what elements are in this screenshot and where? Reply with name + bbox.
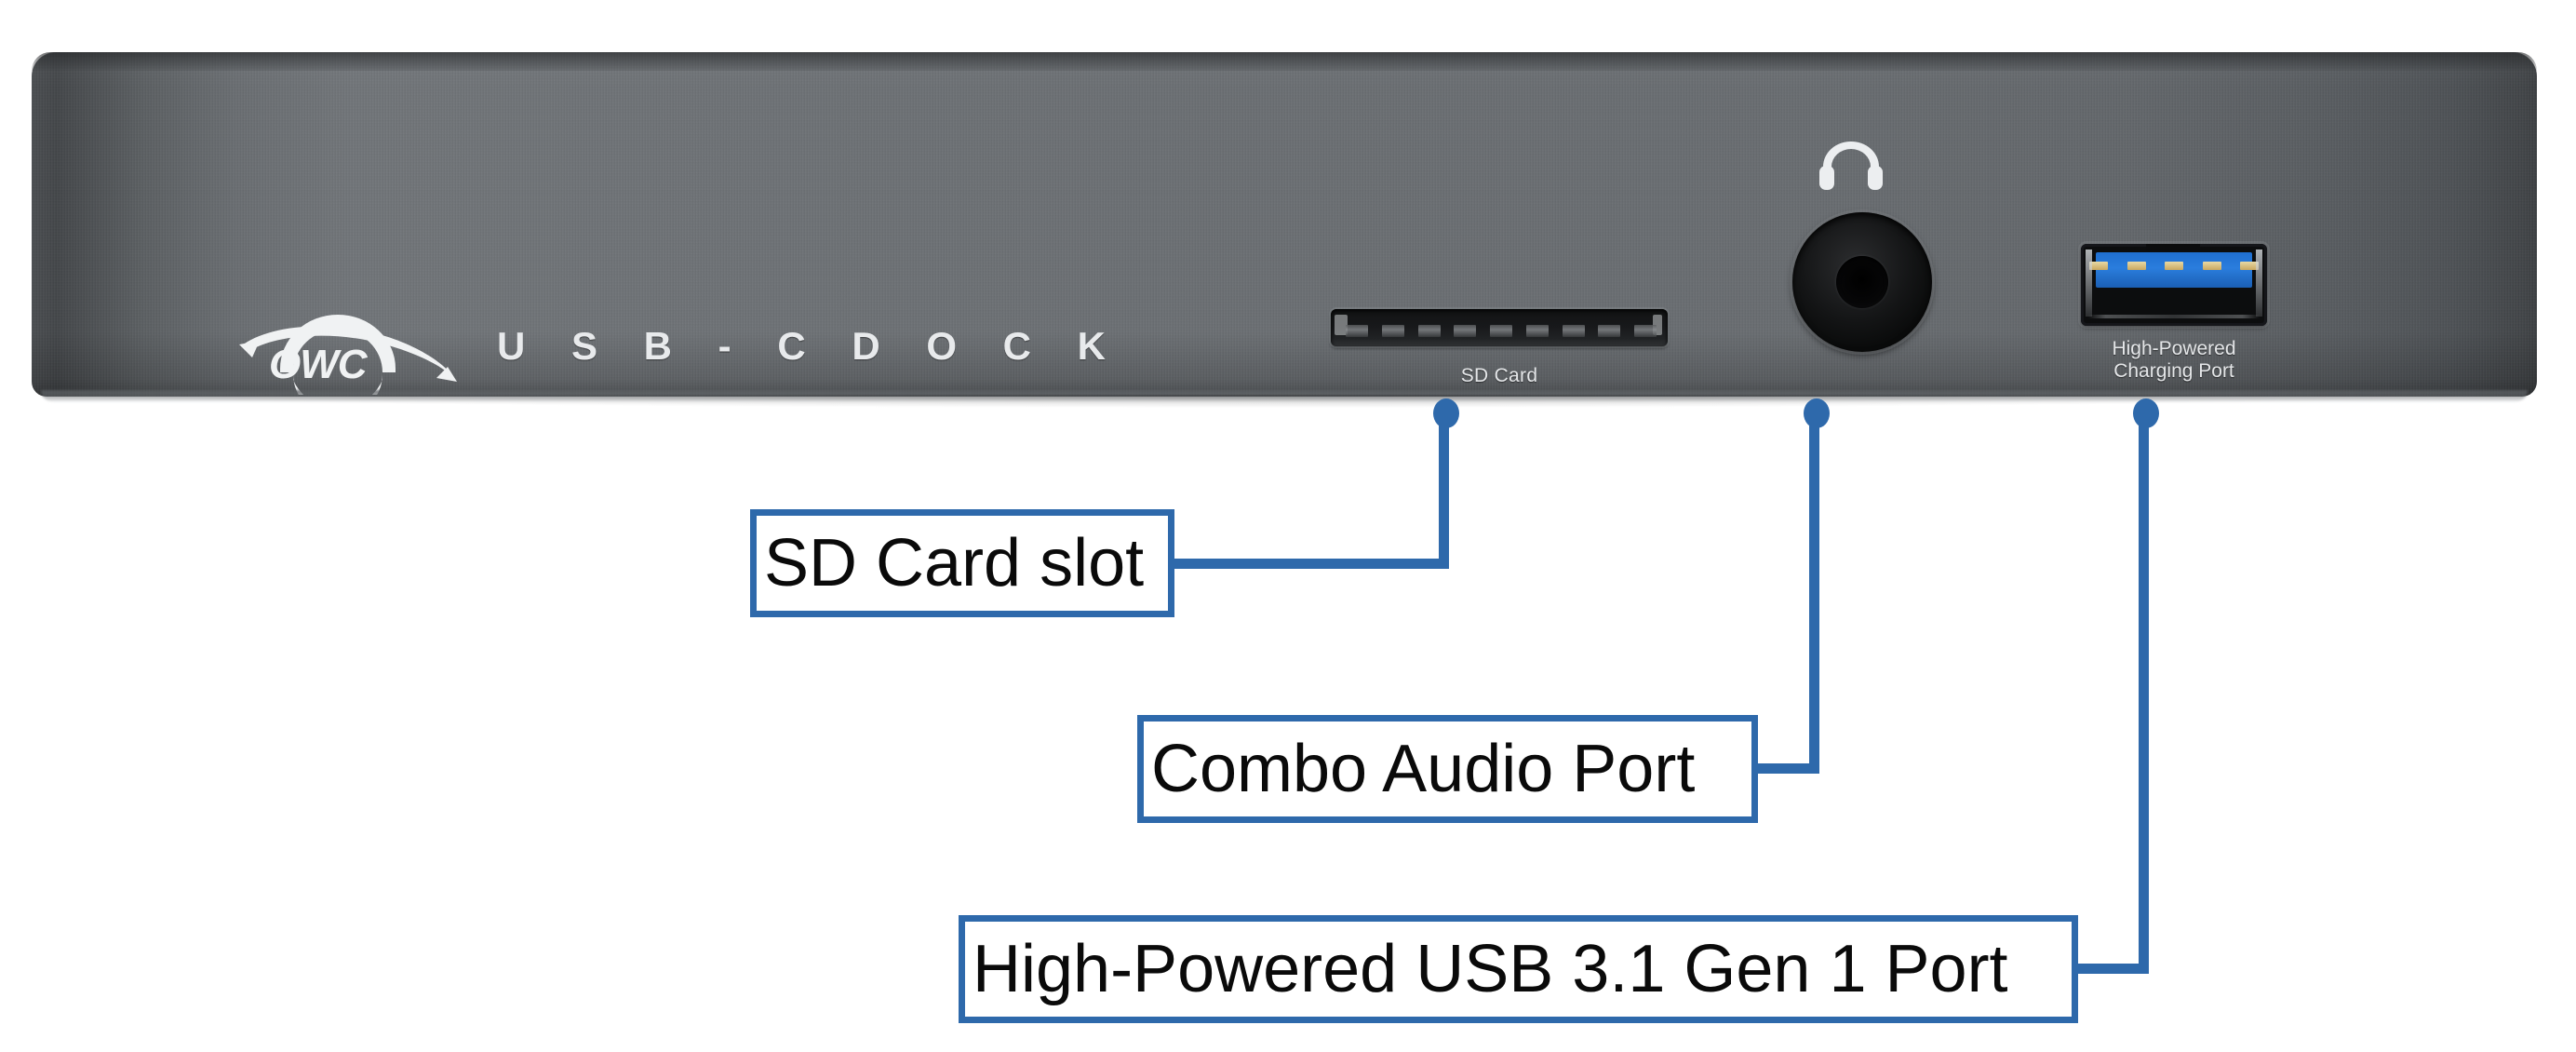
callout-line-sd-card-vertical <box>1439 421 1449 569</box>
usb-contacts <box>2089 262 2259 270</box>
usb-right-rail <box>2256 250 2262 317</box>
callout-text-usb-port: High-Powered USB 3.1 Gen 1 Port <box>973 932 2008 1006</box>
sd-slot-notch-left <box>1335 315 1348 335</box>
callout-label-sd-card-slot[interactable]: SD Card slot <box>750 509 1174 617</box>
usb-bottom-rail <box>2088 315 2260 318</box>
sd-slot-notch-right <box>1653 315 1662 335</box>
callout-line-combo-audio-horizontal <box>1751 763 1819 774</box>
combo-audio-port[interactable] <box>1792 142 1932 352</box>
owc-logo: OWC <box>232 283 474 395</box>
sd-slot-contacts <box>1346 325 1657 337</box>
svg-text:OWC: OWC <box>269 342 369 387</box>
dock-top-bevel <box>32 52 2537 71</box>
audio-jack-hole <box>1792 212 1932 352</box>
high-powered-usb-port[interactable]: High-Powered Charging Port <box>2081 244 2267 383</box>
usb-blue-insert <box>2096 252 2252 288</box>
callout-label-combo-audio-port[interactable]: Combo Audio Port <box>1137 715 1758 823</box>
dock-drop-shadow <box>84 395 2466 408</box>
usb-port-label: High-Powered Charging Port <box>2112 338 2236 383</box>
usb-top-tab <box>2146 244 2200 251</box>
callout-line-combo-audio-vertical <box>1809 421 1819 764</box>
callout-text-sd-card-slot: SD Card slot <box>764 526 1145 600</box>
callout-line-sd-card-horizontal <box>1168 559 1449 569</box>
callout-line-usb-port-horizontal <box>2072 964 2149 974</box>
sd-card-port[interactable]: SD Card <box>1331 309 1668 387</box>
callout-line-usb-port-vertical <box>2139 421 2149 964</box>
usb-left-rail <box>2086 250 2092 317</box>
dock-chassis: OWC U S B - C D O C K SD Card <box>32 52 2537 401</box>
usb-a-port-icon <box>2081 244 2267 326</box>
headphone-icon <box>1817 142 1885 190</box>
dock-product-title: U S B - C D O C K <box>497 324 1124 368</box>
callout-label-usb-port[interactable]: High-Powered USB 3.1 Gen 1 Port <box>959 915 2078 1023</box>
sd-card-port-label: SD Card <box>1460 365 1538 386</box>
sd-card-slot-icon <box>1331 309 1668 346</box>
callout-text-combo-audio-port: Combo Audio Port <box>1151 732 1696 806</box>
usb-c-dock-device: OWC U S B - C D O C K SD Card <box>32 52 2537 401</box>
